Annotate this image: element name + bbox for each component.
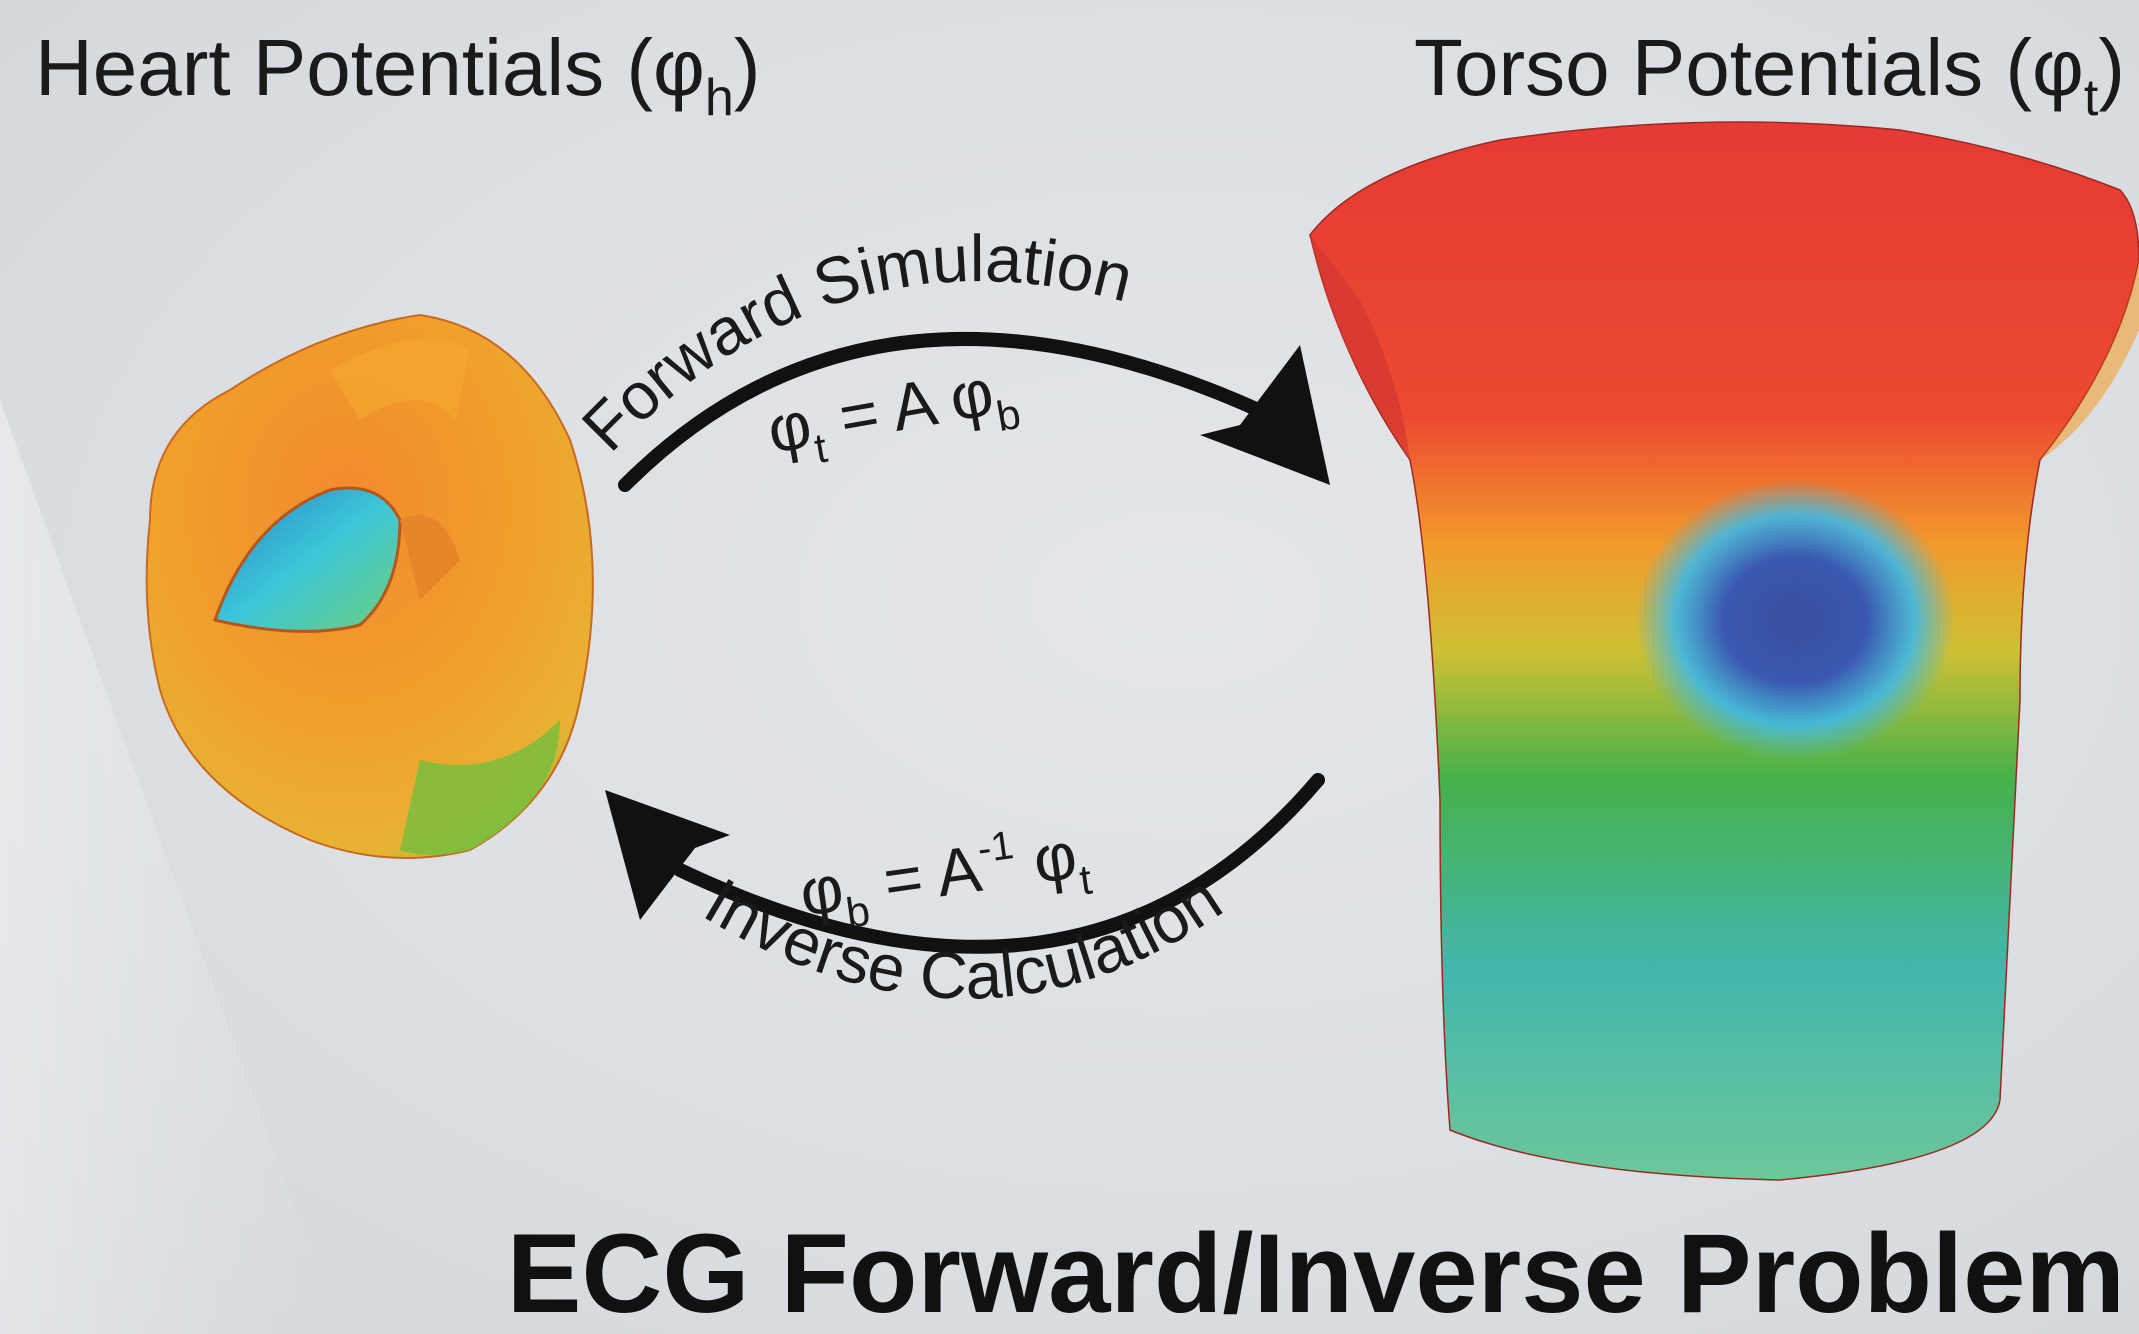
- background-wedge: [0, 400, 340, 1334]
- torso-potentials-label: Torso Potentials (φt): [1414, 23, 2125, 127]
- diagram-title: ECG Forward/Inverse Problem: [507, 1211, 2125, 1334]
- heart-potentials-label: Heart Potentials (φh): [35, 23, 760, 127]
- forward-arrow: [618, 331, 1330, 492]
- heart-model: [145, 313, 594, 859]
- torso-model: [1309, 121, 2139, 1181]
- inverse-equation: φb = A-1 φt: [795, 813, 1095, 943]
- inverse-arrow: [605, 773, 1325, 954]
